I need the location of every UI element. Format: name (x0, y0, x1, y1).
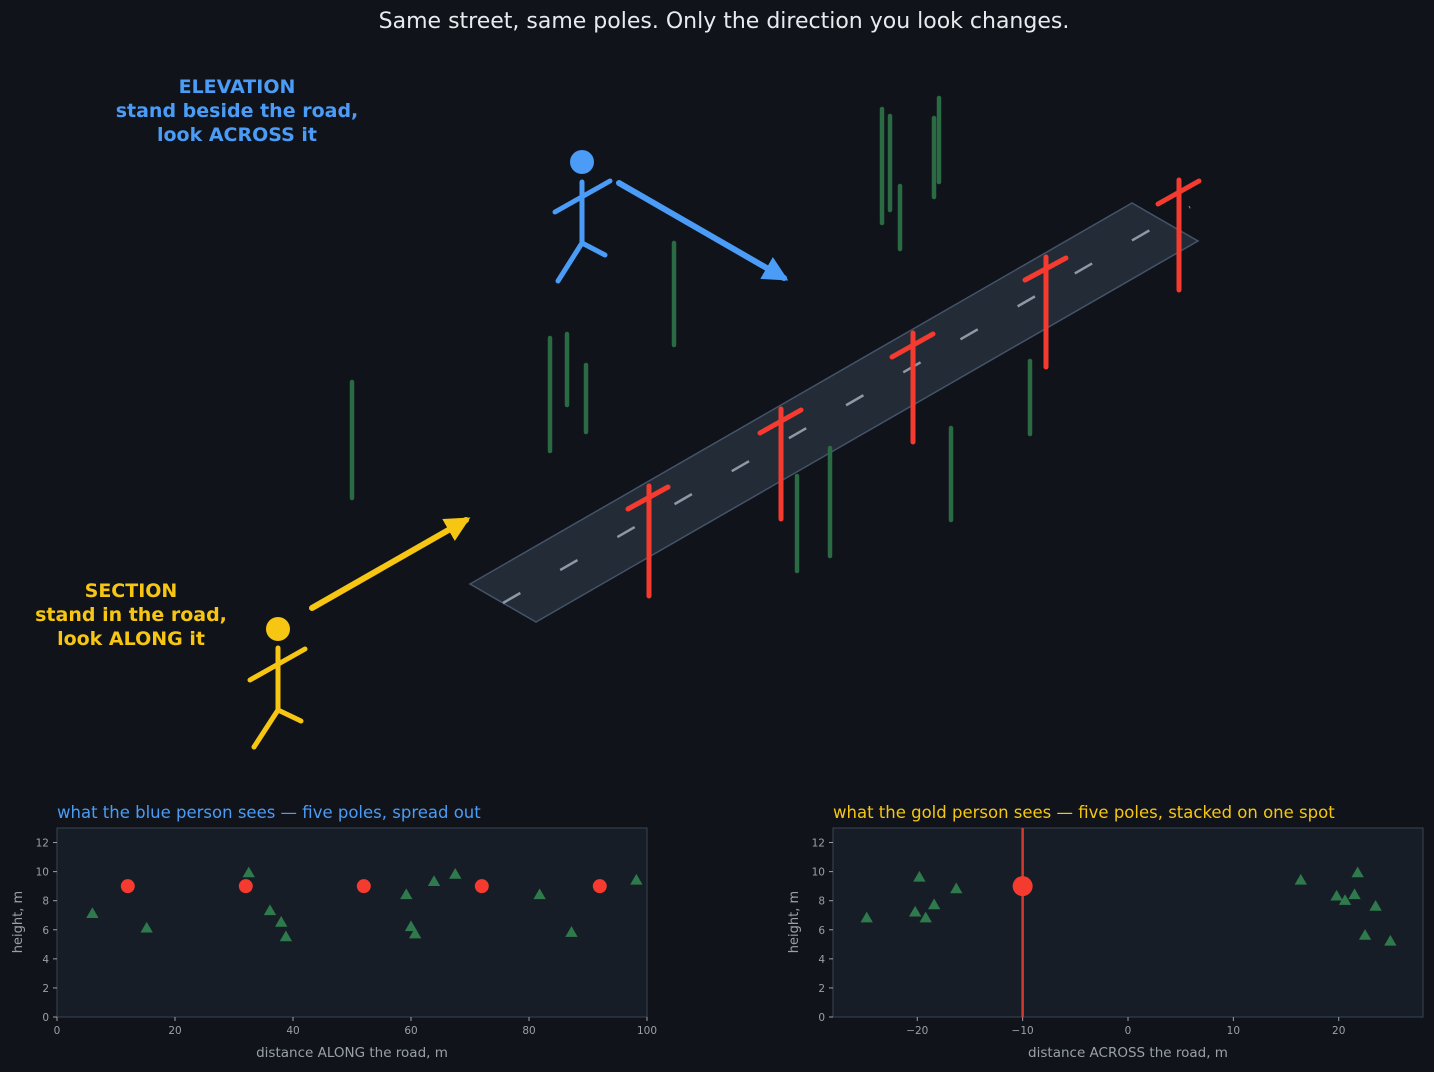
trees (349, 95, 1033, 501)
elevation-chart-title: what the blue person sees — five poles, … (57, 803, 481, 822)
elevation-chart-ylabel: height, m (11, 891, 26, 953)
pole (625, 483, 671, 599)
tree-point (408, 927, 422, 939)
elevation-chart-plot-area (56, 827, 648, 1018)
elevation-chart: what the blue person sees — five poles, … (11, 803, 657, 1061)
tree-point (1358, 929, 1372, 940)
road-centerline (502, 205, 1191, 605)
tree-point (449, 868, 462, 879)
tree-point (533, 888, 546, 900)
y-tick-label: 2 (818, 983, 825, 995)
tree-point (1330, 889, 1343, 901)
pole (889, 330, 936, 445)
section-chart-plot-area (832, 827, 1424, 1018)
y-tick-label: 0 (818, 1012, 825, 1024)
section-line-1: stand in the road, (35, 604, 227, 626)
section-chart-ylabel: height, m (787, 891, 802, 953)
section-heading: SECTION (85, 580, 178, 602)
x-tick-label: −20 (906, 1025, 928, 1037)
y-tick-label: 0 (42, 1012, 49, 1024)
pole-point (356, 879, 371, 894)
x-tick-label: 20 (168, 1025, 181, 1037)
y-tick-label: 6 (818, 925, 825, 937)
tree-point (1369, 900, 1382, 911)
tree-point (1384, 934, 1397, 946)
x-tick-label: 20 (1332, 1025, 1345, 1037)
pole-point (238, 879, 253, 894)
section-chart-marks (860, 866, 1397, 946)
tree-point (427, 875, 441, 887)
elevation-chart-ticks: 0 20 40 60 80 100 0 2 4 6 8 10 12 (36, 838, 657, 1037)
tree-point (400, 888, 413, 900)
tree-point (860, 911, 873, 923)
x-tick-label: 10 (1227, 1025, 1240, 1037)
section-chart-xlabel: distance ACROSS the road, m (1028, 1045, 1228, 1061)
tree-point (919, 911, 932, 923)
section-chart-title: what the gold person sees — five poles, … (833, 803, 1335, 822)
tree-point (913, 870, 926, 882)
gold-person (247, 617, 308, 750)
y-tick-label: 8 (42, 896, 49, 908)
figure-title: Same street, same poles. Only the direct… (379, 9, 1070, 34)
x-tick-label: 100 (637, 1025, 657, 1037)
elevation-heading: ELEVATION (179, 76, 296, 98)
poles (625, 177, 1202, 599)
x-tick-label: 0 (54, 1025, 61, 1037)
trees-front (794, 425, 954, 574)
tree-point (263, 904, 277, 916)
tree-point (1338, 894, 1352, 905)
x-tick-label: −10 (1012, 1025, 1034, 1037)
tree-point (275, 916, 288, 927)
y-tick-label: 4 (42, 954, 49, 966)
elevation-chart-xlabel: distance ALONG the road, m (256, 1045, 448, 1061)
gold-person-head (266, 617, 290, 641)
x-tick-label: 40 (286, 1025, 299, 1037)
elevation-label: ELEVATION stand beside the road, look AC… (116, 76, 359, 146)
pole (1022, 254, 1069, 370)
tree-point (950, 882, 963, 894)
gold-gaze-arrow (309, 517, 471, 611)
section-chart: what the gold person sees — five poles, … (787, 803, 1424, 1061)
blue-person (552, 150, 613, 284)
pole-point (474, 879, 489, 894)
tree-point (404, 920, 418, 932)
y-tick-label: 10 (812, 867, 825, 879)
y-tick-label: 8 (818, 896, 825, 908)
y-tick-label: 12 (812, 838, 825, 850)
tree-point (565, 926, 578, 937)
pole-point (1012, 876, 1033, 897)
tree-point (1351, 866, 1364, 878)
x-tick-label: 80 (522, 1025, 535, 1037)
pole (757, 406, 804, 522)
tree-point (1348, 888, 1361, 900)
section-label: SECTION stand in the road, look ALONG it (35, 580, 227, 650)
elevation-line-1: stand beside the road, (116, 100, 359, 122)
tree-point (86, 907, 99, 919)
elevation-chart-marks (86, 866, 643, 942)
x-tick-label: 0 (1125, 1025, 1132, 1037)
tree-point (630, 873, 643, 885)
tree-point (279, 930, 293, 942)
y-tick-label: 12 (36, 838, 49, 850)
tree-point (927, 898, 941, 910)
tree-point (909, 905, 922, 917)
blue-person-head (570, 150, 594, 174)
y-tick-label: 10 (36, 867, 49, 879)
pole-point (592, 879, 607, 894)
pole (1155, 177, 1202, 293)
elevation-line-2: look ACROSS it (157, 124, 317, 146)
y-tick-label: 4 (818, 954, 825, 966)
section-line-2: look ALONG it (57, 628, 205, 650)
y-tick-label: 2 (42, 983, 49, 995)
pole-point (120, 879, 135, 894)
tree-point (242, 866, 255, 878)
tree-point (140, 921, 153, 933)
section-chart-ticks: −20 −10 0 10 20 0 2 4 6 8 10 12 (812, 838, 1346, 1037)
y-tick-label: 6 (42, 925, 49, 937)
blue-gaze-arrow (616, 180, 789, 281)
tree-point (1294, 873, 1307, 885)
road (468, 202, 1200, 623)
x-tick-label: 60 (404, 1025, 417, 1037)
